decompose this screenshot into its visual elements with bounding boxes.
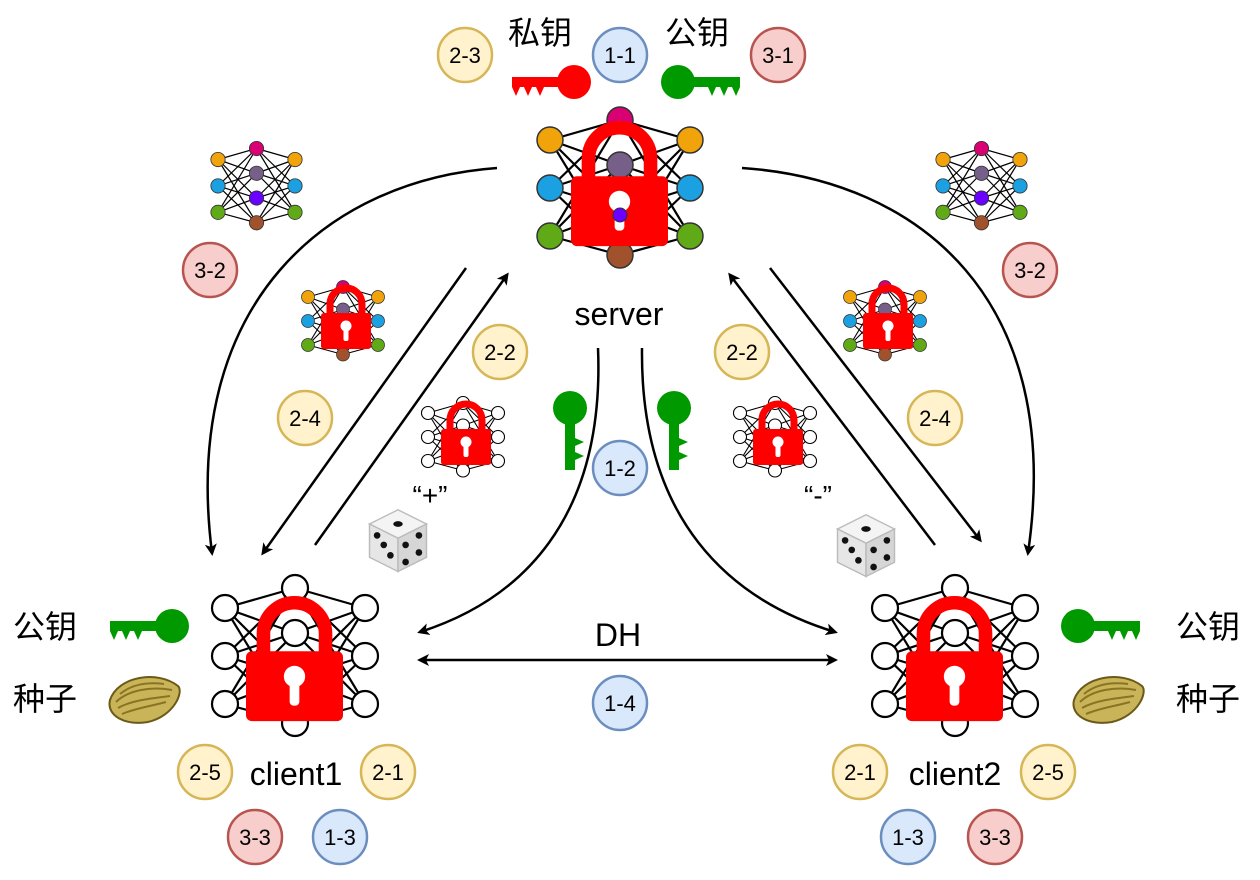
svg-text:2-4: 2-4 [919, 406, 951, 431]
svg-text:2-2: 2-2 [484, 340, 516, 365]
arrow-server-to-client2-straight [769, 267, 982, 543]
dice-icon-left [368, 509, 428, 573]
minus-label: “-” [804, 480, 832, 511]
public-key-label-client1: 公钥 [13, 608, 77, 646]
svg-text:1-3: 1-3 [892, 825, 924, 850]
encrypted-model-padlock-right [863, 288, 913, 349]
svg-text:2-1: 2-1 [844, 760, 876, 785]
badge-3-3-client2: 3-3 [966, 808, 1024, 866]
svg-text:3-2: 3-2 [1014, 258, 1046, 283]
public-key-icon-down-left [553, 391, 587, 470]
masked-update-padlock-right [753, 404, 803, 465]
public-key-label-client2: 公钥 [1176, 608, 1240, 646]
svg-text:2-3: 2-3 [449, 43, 481, 68]
badge-2-4-right: 2-4 [906, 389, 964, 447]
badge-2-5-client1: 2-5 [176, 743, 234, 801]
plus-label: “+” [413, 480, 448, 511]
encrypted-model-padlock-left [321, 288, 371, 349]
badge-3-3-client1: 3-3 [226, 808, 284, 866]
private-key-label: 私钥 [508, 14, 572, 52]
svg-text:3-1: 3-1 [762, 43, 794, 68]
badge-2-5-client2: 2-5 [1019, 743, 1077, 801]
svg-text:3-2: 3-2 [194, 258, 226, 283]
badge-2-4-left: 2-4 [276, 389, 334, 447]
svg-text:2-1: 2-1 [372, 760, 404, 785]
public-key-icon-client1 [110, 609, 189, 643]
badge-2-1-client1: 2-1 [359, 743, 417, 801]
arrow-client1-to-server [313, 272, 509, 546]
badge-1-1: 1-1 [591, 26, 649, 84]
svg-text:3-3: 3-3 [239, 825, 271, 850]
badge-3-1: 3-1 [749, 26, 807, 84]
arrow-server-to-client1-straight [261, 267, 468, 556]
private-key-icon [512, 65, 591, 99]
badge-1-3-client2: 1-3 [879, 808, 937, 866]
badge-1-4: 1-4 [591, 674, 649, 732]
svg-text:3-3: 3-3 [979, 825, 1011, 850]
public-key-label-server: 公钥 [665, 14, 729, 52]
badge-1-2: 1-2 [591, 439, 649, 497]
svg-text:2-2: 2-2 [726, 340, 758, 365]
seed-label-client2: 种子 [1176, 680, 1240, 718]
svg-text:1-1: 1-1 [604, 43, 636, 68]
arrow-server-to-client1-curve [204, 166, 498, 556]
svg-text:1-3: 1-3 [324, 825, 356, 850]
arrow-client2-to-server [728, 272, 936, 546]
server-padlock-icon [571, 128, 668, 246]
badge-2-2-right: 2-2 [713, 323, 771, 381]
dh-label: DH [595, 617, 641, 653]
server-label: server [575, 296, 664, 332]
server-node-purple [612, 207, 628, 223]
svg-text:2-5: 2-5 [1032, 760, 1064, 785]
arrow-key-to-client2 [640, 347, 838, 636]
global-model-icon-right [935, 140, 1028, 231]
public-key-icon-down-right [657, 391, 691, 470]
svg-text:1-2: 1-2 [604, 456, 636, 481]
arrow-server-to-client2-curve [741, 166, 1036, 556]
svg-text:2-4: 2-4 [289, 406, 321, 431]
badge-2-2-left: 2-2 [471, 323, 529, 381]
client1-label: client1 [250, 756, 343, 792]
flow-arrows [204, 166, 1036, 666]
badge-3-2-right: 3-2 [1001, 241, 1059, 299]
public-key-icon-client2 [1061, 609, 1140, 643]
public-key-icon-server [661, 65, 740, 99]
global-model-icon-left [210, 140, 303, 231]
svg-text:2-5: 2-5 [189, 760, 221, 785]
masked-update-padlock-left [441, 404, 491, 465]
badge-2-3: 2-3 [436, 26, 494, 84]
client2-label: client2 [909, 756, 1002, 792]
seed-icon-client2 [1072, 676, 1145, 724]
dice-icon-right [836, 514, 896, 578]
badge-2-1-client2: 2-1 [831, 743, 889, 801]
arrow-key-to-client1 [417, 347, 600, 635]
badge-1-3-client1: 1-3 [311, 808, 369, 866]
svg-text:1-4: 1-4 [604, 691, 636, 716]
badge-3-2-left: 3-2 [181, 241, 239, 299]
seed-label-client1: 种子 [13, 680, 77, 718]
seed-icon-client1 [108, 676, 181, 724]
